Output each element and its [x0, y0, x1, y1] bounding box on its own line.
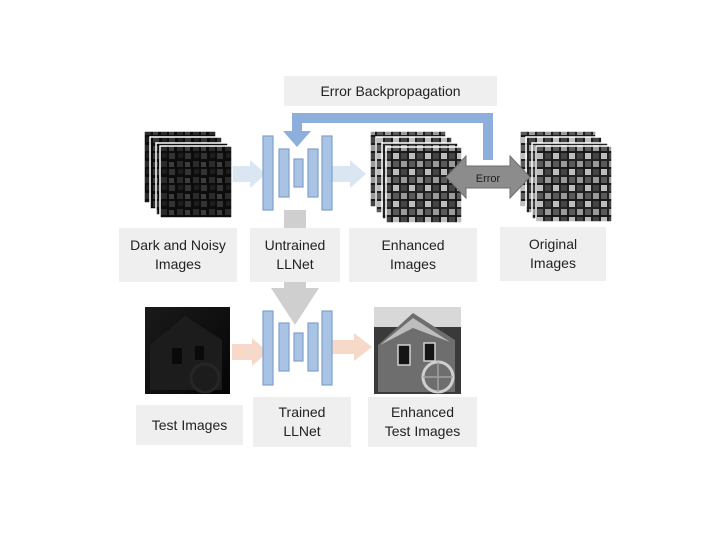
untrained-network — [262, 135, 333, 211]
error-label: Error — [476, 173, 501, 185]
original-images-label: Original Images — [500, 227, 606, 281]
test-images-text: Test Images — [151, 416, 228, 433]
test-image — [145, 307, 230, 394]
enhanced-test-images-label: Enhanced Test Images — [368, 397, 477, 447]
test-images-label: Test Images — [136, 405, 243, 445]
error-backpropagation-title: Error Backpropagation — [284, 76, 497, 106]
enhanced-image-stack — [369, 130, 463, 224]
original-image-stack — [519, 130, 613, 223]
original-images-text: Original Images — [528, 236, 578, 271]
dark-noisy-images-label: Dark and Noisy Images — [119, 228, 237, 282]
enhanced-images-label: Enhanced Images — [349, 228, 477, 282]
error-arrow: Error — [445, 154, 531, 200]
enhanced-test-images-text: Enhanced Test Images — [384, 404, 461, 439]
test-arrows — [232, 333, 372, 366]
dark-noisy-image-stack — [143, 130, 233, 219]
dark-noisy-images-text: Dark and Noisy Images — [130, 237, 226, 272]
backprop-arrow — [283, 113, 493, 160]
enhanced-images-text: Enhanced Images — [381, 237, 445, 272]
untrained-llnet-text: Untrained LLNet — [264, 237, 326, 272]
light-arrows — [232, 160, 366, 188]
trained-llnet-text: Trained LLNet — [278, 404, 326, 439]
error-backpropagation-text: Error Backpropagation — [320, 82, 461, 99]
enhanced-test-image — [374, 307, 461, 394]
untrained-llnet-label: Untrained LLNet — [250, 228, 340, 282]
trained-llnet-label: Trained LLNet — [253, 397, 351, 447]
trained-network — [262, 310, 333, 386]
